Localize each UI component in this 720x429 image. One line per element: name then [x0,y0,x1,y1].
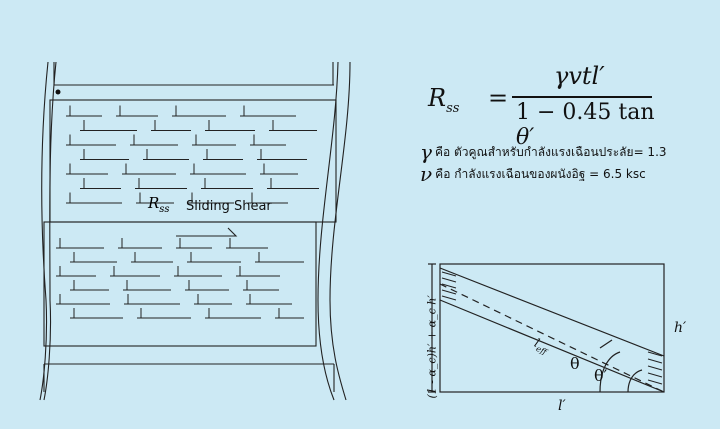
vertical-dimension-label: (1 - α_c)h′ + α_c h′ [425,295,439,399]
strut-centerline [439,283,665,393]
corner-dot [55,89,61,95]
theta-arc [599,351,621,393]
rss-symbol: Rss [148,194,170,215]
load-arrow [647,351,663,357]
lower-wall-panel [43,221,317,347]
h-prime-label: h′ [674,320,687,336]
load-arrow [647,358,663,364]
load-arrow [441,289,457,295]
strut-frame [439,263,665,393]
nu-symbol: ν [420,162,433,186]
load-arrow [441,277,457,283]
load-arrow [441,271,457,277]
strut-band-bottom [439,299,665,393]
theta-label: θ [570,354,580,373]
formula-equals: = [488,84,509,112]
rss-formula: Rss = γvtl′ 1 − 0.45 tan θ′ [428,62,678,150]
fraction-bar [512,96,652,98]
gamma-symbol: γ [420,140,432,164]
shear-arrow [176,227,238,237]
load-arrow [647,365,663,371]
formula-lhs: Rss [428,84,460,116]
gamma-definition: คือ ตัวคูณสำหรับกำลังแรงเฉือนประลัย= 1.3 [434,145,667,159]
formula-numerator: γvtl′ [554,62,605,90]
theta-prime-label: θ′ [594,366,608,385]
load-arrow [441,295,457,301]
strut-band-top [439,267,665,357]
l-prime-label: l′ [558,398,566,414]
right-column-outer [329,61,351,401]
left-column-inner [43,61,57,401]
sliding-shear-label: Sliding Shear [186,199,272,214]
theta-prime-arc [627,369,643,393]
load-arrow [647,372,663,378]
load-arrow [441,283,457,289]
formula-denominator: 1 − 0.45 tan θ′ [516,100,655,150]
right-column-inner [317,61,339,401]
load-arrow [647,379,663,385]
nu-definition: คือ กำลังแรงเฉือนของผนังอิฐ = 6.5 ksc [435,167,646,181]
